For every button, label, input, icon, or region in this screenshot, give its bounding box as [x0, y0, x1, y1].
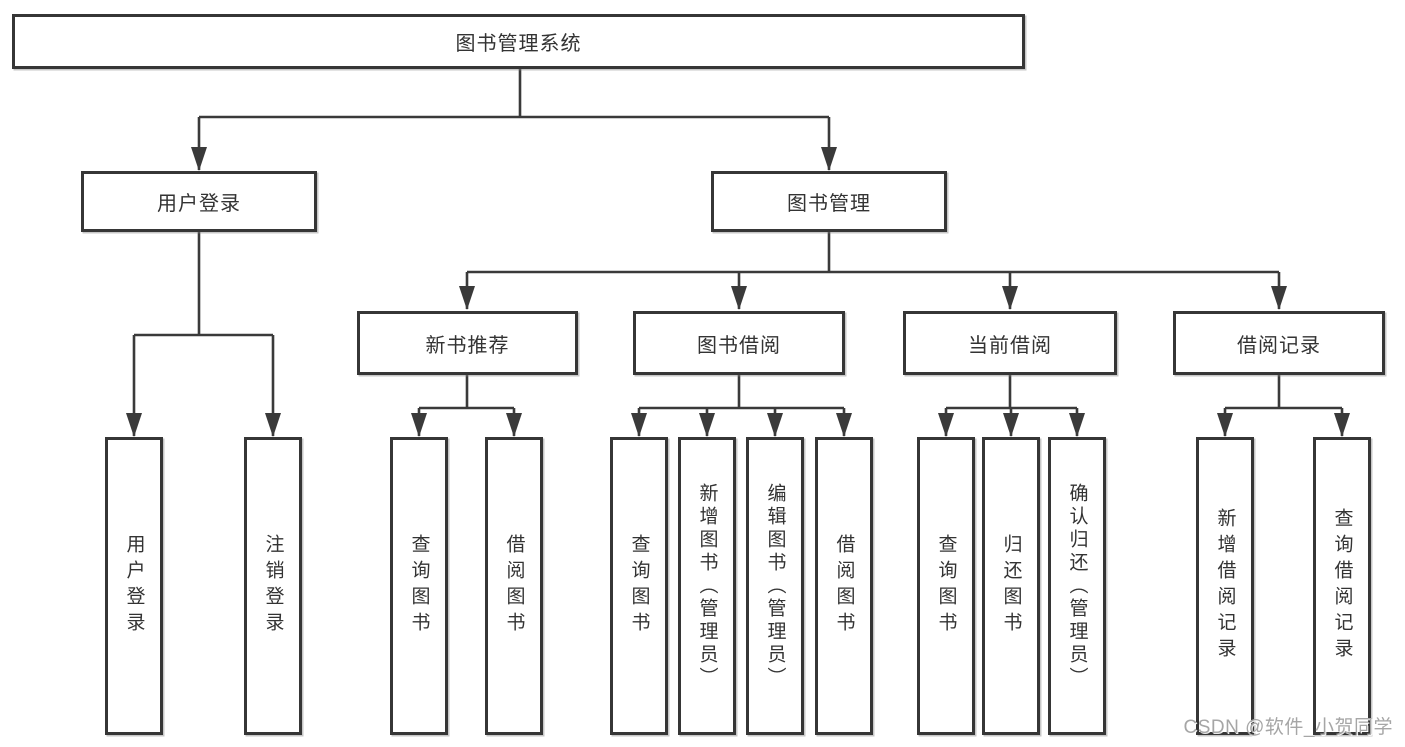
leaf-search-books-recommend: 查询图书 [390, 437, 448, 735]
leaf-add-books-admin: 新增图书（管理员） [678, 437, 736, 735]
leaf-borrow-books-recommend-label: 借阅图书 [503, 534, 525, 638]
leaf-logout-login-label: 注销登录 [262, 534, 284, 638]
leaf-search-books-borrowing-label: 查询图书 [628, 534, 650, 638]
node-book-management: 图书管理 [711, 171, 947, 232]
watermark: CSDN @软件_小贺同学 [1183, 717, 1393, 738]
leaf-user-login: 用户登录 [105, 437, 163, 735]
leaf-confirm-return-admin: 确认归还（管理员） [1048, 437, 1106, 735]
leaf-edit-books-admin: 编辑图书（管理员） [746, 437, 804, 735]
leaf-add-borrow-record-label: 新增借阅记录 [1214, 508, 1236, 664]
leaf-borrow-books-borrowing: 借阅图书 [815, 437, 873, 735]
leaf-borrow-books-recommend: 借阅图书 [485, 437, 543, 735]
leaf-search-books-borrowing: 查询图书 [610, 437, 668, 735]
leaf-add-books-admin-label: 新增图书（管理员） [696, 482, 718, 690]
leaf-confirm-return-admin-label: 确认归还（管理员） [1066, 482, 1088, 690]
node-new-book-recommend: 新书推荐 [357, 311, 578, 375]
leaf-search-borrow-record: 查询借阅记录 [1313, 437, 1371, 735]
leaf-return-books: 归还图书 [982, 437, 1040, 735]
node-book-borrowing: 图书借阅 [633, 311, 845, 375]
node-root: 图书管理系统 [12, 14, 1025, 69]
node-user-login: 用户登录 [81, 171, 317, 232]
leaf-user-login-label: 用户登录 [123, 534, 145, 638]
leaf-search-books-current: 查询图书 [917, 437, 975, 735]
leaf-search-borrow-record-label: 查询借阅记录 [1331, 508, 1353, 664]
leaf-search-books-current-label: 查询图书 [935, 534, 957, 638]
leaf-search-books-recommend-label: 查询图书 [408, 534, 430, 638]
leaf-return-books-label: 归还图书 [1000, 534, 1022, 638]
node-current-borrowing: 当前借阅 [903, 311, 1117, 375]
leaf-add-borrow-record: 新增借阅记录 [1196, 437, 1254, 735]
leaf-borrow-books-borrowing-label: 借阅图书 [833, 534, 855, 638]
leaf-logout-login: 注销登录 [244, 437, 302, 735]
node-borrowing-records: 借阅记录 [1173, 311, 1385, 375]
leaf-edit-books-admin-label: 编辑图书（管理员） [764, 482, 786, 690]
